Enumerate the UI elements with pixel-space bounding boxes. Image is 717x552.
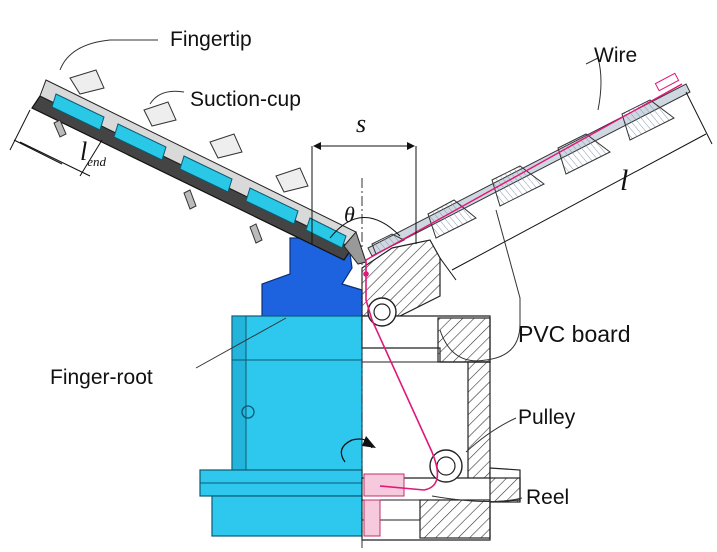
label-l: l: [620, 164, 628, 197]
label-pvc-board: PVC board: [518, 321, 631, 347]
theta-arc: [329, 217, 401, 239]
label-fingertip: Fingertip: [170, 28, 252, 51]
s-dimension: [311, 142, 417, 244]
left-finger: [31, 69, 367, 265]
label-finger-root: Finger-root: [50, 366, 153, 389]
wire-anchor: [363, 271, 369, 277]
label-lend: lend: [80, 137, 107, 169]
right-finger: [365, 72, 691, 261]
leader-lines: [59, 39, 602, 503]
label-theta: θ: [344, 202, 355, 227]
label-wire: Wire: [594, 44, 637, 67]
wire-path: [365, 260, 439, 491]
l-dimension: [439, 91, 713, 281]
label-s: s: [356, 109, 366, 138]
label-suction-cup: Suction-cup: [190, 88, 301, 111]
lend-dimension: [9, 109, 103, 177]
label-reel: Reel: [526, 486, 569, 509]
label-pulley: Pulley: [518, 406, 576, 429]
section-view: [361, 239, 521, 541]
finger-root-body: [199, 237, 376, 537]
